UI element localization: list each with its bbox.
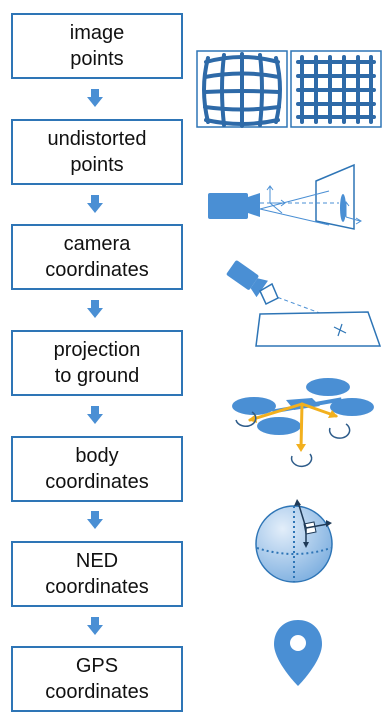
down-arrow-icon xyxy=(87,617,103,635)
step-ned-coordinates: NED coordinates xyxy=(11,541,183,607)
step-gps-coordinates: GPS coordinates xyxy=(11,646,183,712)
earth-sphere-icon xyxy=(255,499,333,583)
step-label: NED coordinates xyxy=(45,550,149,598)
step-label: GPS coordinates xyxy=(45,655,149,703)
step-label: projection to ground xyxy=(53,339,141,387)
down-arrow-icon xyxy=(87,300,103,318)
down-arrow-icon xyxy=(87,406,103,424)
step-body-coordinates: body coordinates xyxy=(11,436,183,502)
camera-projection-icon xyxy=(208,163,362,230)
step-camera-coordinates: camera coordinates xyxy=(11,224,183,290)
step-image-points: image points xyxy=(11,13,183,79)
step-label: body coordinates xyxy=(45,445,149,493)
step-label: image points xyxy=(69,22,125,70)
down-arrow-icon xyxy=(87,511,103,529)
step-undistorted-points: undistorted points xyxy=(11,119,183,185)
down-arrow-icon xyxy=(87,195,103,213)
map-pin-icon xyxy=(274,620,322,686)
step-label: undistorted points xyxy=(47,128,147,176)
step-projection-to-ground: projection to ground xyxy=(11,330,183,396)
drone-icon xyxy=(232,378,374,468)
step-label: camera coordinates xyxy=(45,233,149,281)
distortion-grid-icon xyxy=(196,50,382,128)
down-arrow-icon xyxy=(87,89,103,107)
camera-ground-icon xyxy=(226,260,382,347)
